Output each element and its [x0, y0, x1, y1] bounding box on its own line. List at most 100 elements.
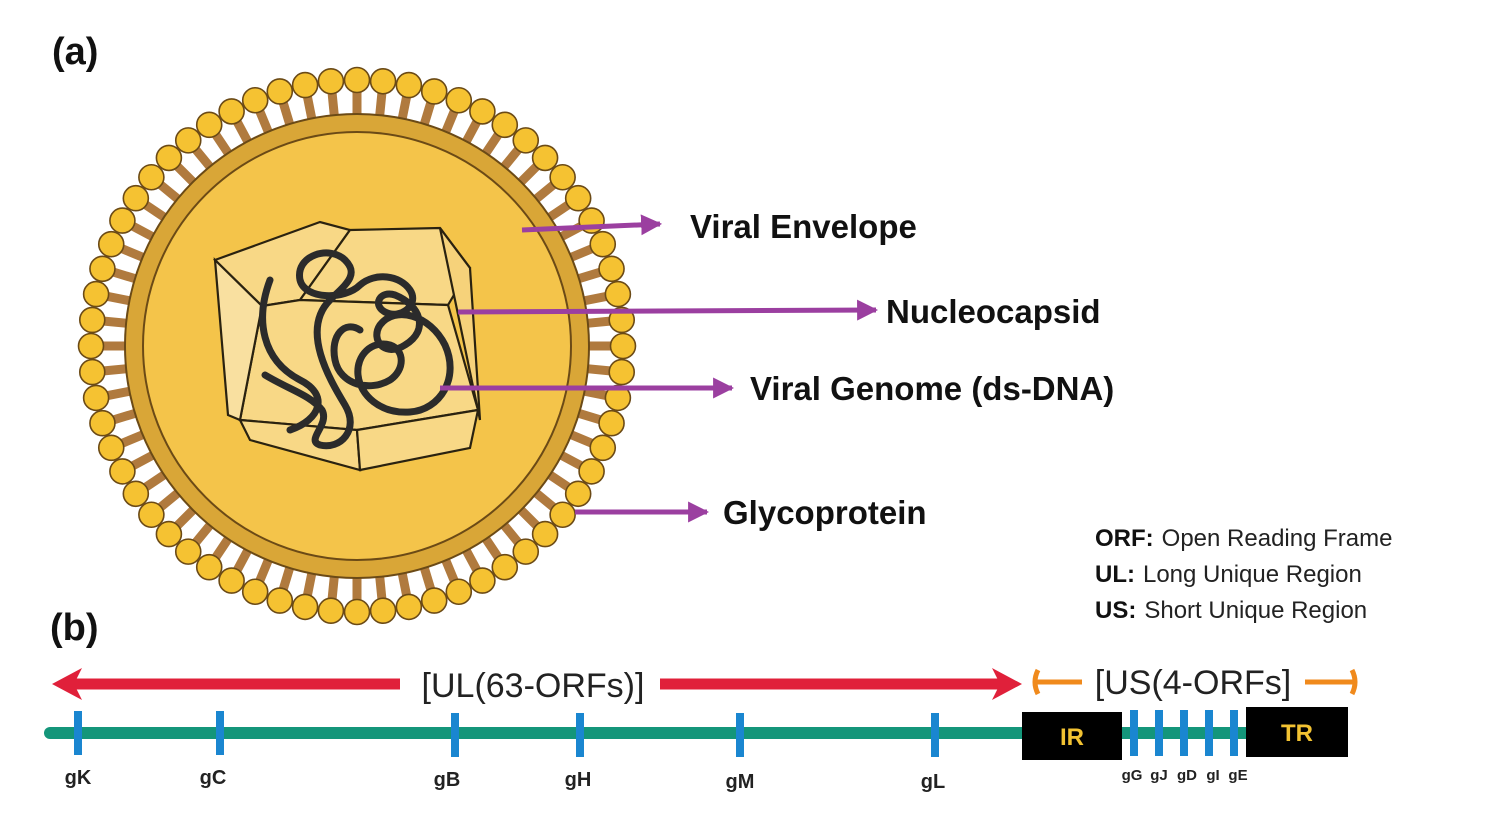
lipid-head: [291, 71, 319, 99]
lipid-head: [578, 458, 605, 485]
lipid-head: [395, 71, 423, 99]
lipid-head: [82, 384, 110, 412]
lipid-head: [589, 434, 617, 462]
lipid-head: [512, 127, 540, 154]
lipid-head: [598, 255, 625, 283]
lipid-head: [78, 306, 106, 334]
lipid-head: [549, 501, 576, 529]
legend-key: ORF:: [1095, 525, 1154, 552]
panel-a-label: (a): [52, 31, 98, 73]
lipid-head: [291, 593, 319, 621]
gene-label: gK: [65, 767, 92, 789]
legend-key: UL:: [1095, 561, 1135, 588]
lipid-head: [604, 280, 632, 308]
lipid-head: [604, 384, 632, 412]
lipid-head: [155, 520, 183, 548]
lipid-head: [97, 230, 125, 258]
gene-label: gL: [921, 771, 945, 793]
callout-viral-envelope: Viral Envelope: [690, 208, 917, 245]
us-gene-ticks: [1130, 710, 1238, 756]
lipid-head: [343, 66, 371, 94]
lipid-head: [549, 163, 576, 191]
lipid-head: [122, 184, 150, 212]
tr-label: TR: [1281, 720, 1313, 747]
lipid-head: [598, 409, 625, 437]
lipid-head: [491, 111, 519, 139]
lipid-head: [531, 144, 559, 172]
ul-span-arrow: [52, 668, 1022, 700]
envelope-arrow: [521, 214, 663, 236]
us-bracket-right-cap: [1349, 668, 1358, 696]
lipid-head: [266, 78, 294, 105]
lipid-head: [89, 409, 116, 437]
lipid-head: [82, 280, 110, 308]
lipid-head: [241, 86, 269, 114]
lipid-head: [445, 86, 473, 114]
legend-row-ul: UL: Long Unique Region: [1095, 561, 1362, 588]
legend-value: Short Unique Region: [1144, 597, 1367, 624]
lipid-head: [89, 255, 116, 283]
gene-label: gH: [565, 769, 592, 791]
lipid-head: [266, 587, 294, 614]
lipid-head: [491, 553, 519, 581]
lipid-head: [512, 538, 540, 565]
lipid-head: [369, 67, 397, 95]
legend: ORF:Open Reading Frame UL:Long Unique Re…: [1095, 525, 1392, 624]
callout-arrows: [440, 214, 879, 523]
legend-value: Long Unique Region: [1143, 561, 1362, 588]
lipid-head: [317, 597, 345, 625]
gene-label: gG: [1122, 767, 1143, 784]
ul-gene-ticks: [74, 711, 939, 757]
legend-key: US:: [1095, 597, 1136, 624]
us-span-bracket: [1032, 668, 1358, 696]
lipid-head: [317, 67, 345, 95]
lipid-head: [469, 567, 496, 594]
lipid-head: [138, 163, 165, 191]
gene-label: gM: [726, 771, 755, 793]
lipid-head: [109, 458, 136, 485]
ir-label: IR: [1060, 724, 1084, 751]
tr-repeat-box: [1246, 707, 1348, 757]
lipid-head: [445, 578, 473, 606]
lipid-head: [155, 144, 183, 172]
lipid-head: [343, 598, 371, 626]
lipid-head: [218, 98, 245, 125]
lipid-head: [195, 111, 223, 139]
lipid-head: [395, 593, 423, 621]
ul-region-label: [UL(63-ORFs)]: [422, 667, 645, 705]
lipid-head: [564, 184, 592, 212]
lipid-head: [420, 587, 448, 614]
lipid-head: [469, 98, 496, 125]
lipid-head: [241, 578, 269, 606]
lipid-head: [174, 538, 202, 565]
lipid-head: [174, 127, 202, 154]
lipid-head: [589, 230, 617, 258]
lipid-bilayer: [77, 66, 637, 626]
gene-label: gB: [434, 769, 461, 791]
us-region-label: [US(4-ORFs]: [1095, 664, 1291, 702]
panel-b-label: (b): [50, 607, 99, 649]
lipid-head: [609, 332, 637, 360]
legend-row-us: US: Short Unique Region: [1095, 597, 1367, 624]
dna-strand: [259, 249, 454, 450]
lipid-head: [78, 358, 106, 386]
gene-label: gE: [1228, 767, 1247, 784]
us-gene-labels: gG gJ gD gI gE: [1122, 767, 1248, 784]
us-bracket-left-cap: [1032, 668, 1041, 696]
lipid-head: [531, 520, 559, 548]
callout-nucleocapsid: Nucleocapsid: [886, 293, 1101, 330]
callout-glycoprotein: Glycoprotein: [723, 494, 927, 531]
lipid-head: [138, 501, 165, 529]
lipid-head: [564, 480, 592, 508]
lipid-head: [608, 358, 636, 386]
gene-label: gI: [1206, 767, 1219, 784]
lipid-head: [218, 567, 245, 594]
gene-label: gJ: [1150, 767, 1168, 784]
lipid-head: [77, 332, 105, 360]
ul-gene-labels: gK gC gB gH gM gL: [65, 767, 946, 793]
lipid-head: [369, 597, 397, 625]
gene-label: gD: [1177, 767, 1197, 784]
lipid-head: [195, 553, 223, 581]
virion-illustration: [77, 66, 637, 626]
